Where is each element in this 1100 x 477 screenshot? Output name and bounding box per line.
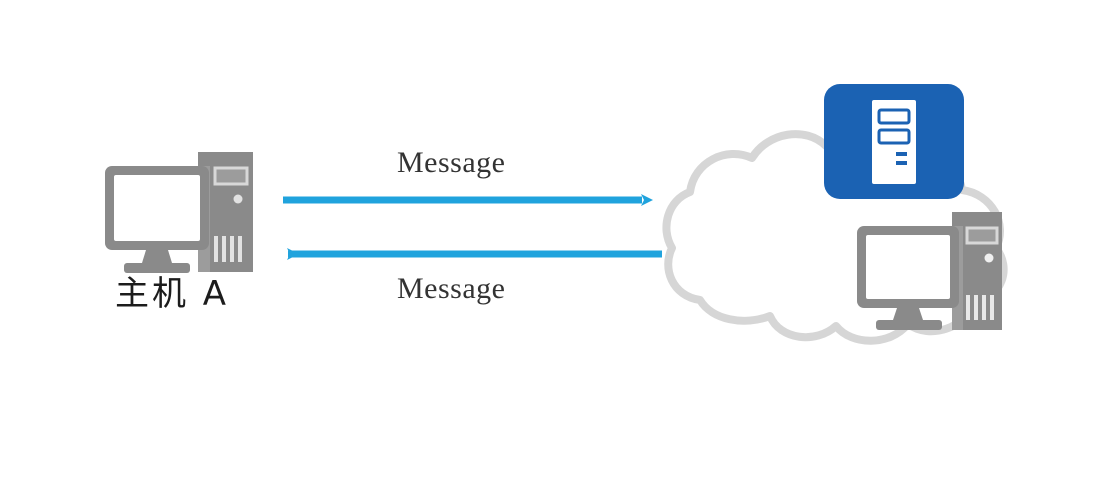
server-tile-icon xyxy=(824,84,964,199)
edge-response-label: Message xyxy=(397,272,506,305)
edge-request-label: Message xyxy=(397,146,506,179)
cloud-host-computer-icon xyxy=(857,212,1002,330)
message-arrows xyxy=(283,194,662,260)
host-a-label: 主机 A xyxy=(115,274,230,314)
host-a-computer-icon xyxy=(105,152,253,273)
